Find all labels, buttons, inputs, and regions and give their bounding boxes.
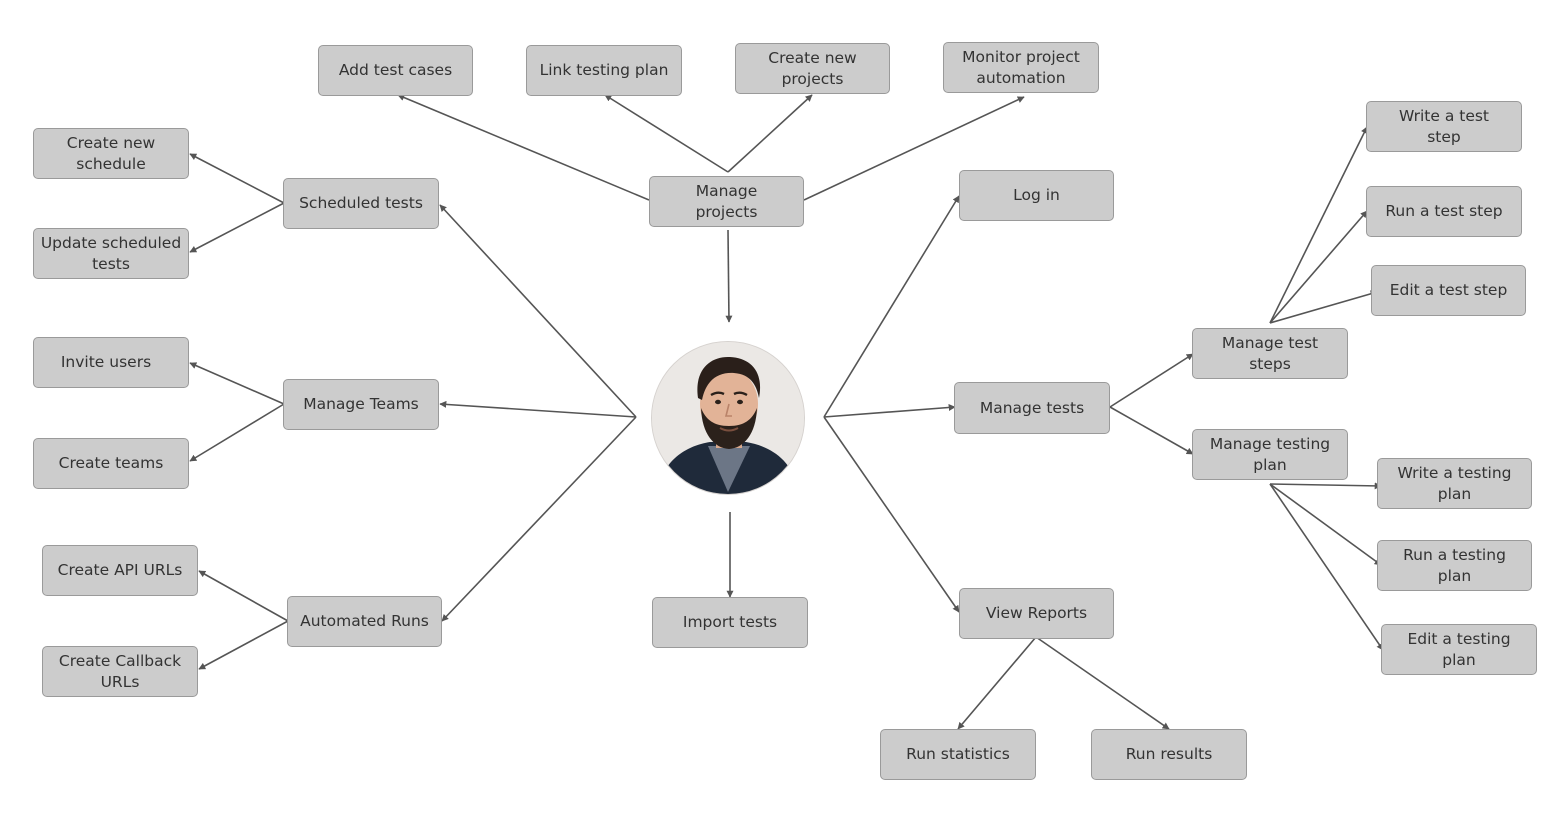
- node-create-callback-urls[interactable]: Create Callback URLs: [42, 646, 198, 697]
- edge-manage-tests-to-manage-test-steps: [1109, 353, 1194, 408]
- node-create-teams[interactable]: Create teams: [33, 438, 189, 489]
- edge-manage-test-steps-to-edit-a-test-step: [1269, 290, 1378, 324]
- edge-center-to-manage-tests: [823, 403, 956, 418]
- node-edit-a-testing-plan[interactable]: Edit a testing plan: [1381, 624, 1537, 675]
- node-label: Monitor project automation: [962, 47, 1080, 87]
- edge-manage-projects-to-monitor-project-automation: [803, 96, 1025, 201]
- node-label: Manage Teams: [303, 395, 419, 413]
- node-add-test-cases[interactable]: Add test cases: [318, 45, 473, 96]
- node-label: View Reports: [985, 604, 1088, 622]
- node-manage-projects[interactable]: Manage projects: [649, 176, 804, 227]
- node-run-a-test-step[interactable]: Run a test step: [1366, 186, 1522, 237]
- node-label: Create Callback URLs: [58, 651, 182, 691]
- edge-manage-projects-to-create-new-projects: [727, 94, 813, 173]
- edge-manage-teams-to-invite-users: [189, 362, 285, 405]
- node-update-scheduled-tests[interactable]: Update scheduled tests: [33, 228, 189, 279]
- node-run-results[interactable]: Run results: [1091, 729, 1247, 780]
- node-label: Create API URLs: [57, 561, 183, 579]
- node-label: Link testing plan: [539, 61, 669, 79]
- node-monitor-project-automation[interactable]: Monitor project automation: [943, 42, 1099, 93]
- node-label: Log in: [1013, 186, 1060, 204]
- node-label: Run a testing plan: [1403, 545, 1506, 585]
- node-label: Update scheduled tests: [40, 233, 182, 273]
- edge-manage-testing-plan-to-edit-a-testing-plan: [1269, 483, 1384, 651]
- edge-center-to-manage-teams: [439, 400, 637, 418]
- node-label: Run a test step: [1385, 202, 1503, 220]
- edge-view-reports-to-run-statistics: [957, 636, 1037, 730]
- node-automated-runs[interactable]: Automated Runs: [287, 596, 442, 647]
- node-label: Write a test step: [1398, 106, 1490, 146]
- edge-center-to-view-reports: [823, 416, 960, 613]
- node-label: Manage tests: [979, 398, 1085, 417]
- node-scheduled-tests[interactable]: Scheduled tests: [283, 178, 439, 229]
- node-label: Import tests: [682, 613, 778, 631]
- edge-manage-teams-to-create-teams: [189, 403, 285, 462]
- node-link-testing-plan[interactable]: Link testing plan: [526, 45, 682, 96]
- node-manage-test-steps[interactable]: Manage test steps: [1192, 328, 1348, 379]
- node-label: Automated Runs: [300, 612, 429, 630]
- node-label: Create teams: [58, 454, 164, 472]
- node-label: Add test cases: [338, 61, 453, 79]
- node-label: Create new schedule: [66, 133, 156, 173]
- node-write-a-testing-plan[interactable]: Write a testing plan: [1377, 458, 1532, 509]
- node-run-a-testing-plan[interactable]: Run a testing plan: [1377, 540, 1532, 591]
- node-invite-users[interactable]: Invite users: [33, 337, 189, 388]
- edge-manage-tests-to-manage-testing-plan: [1109, 406, 1194, 455]
- edge-center-to-log-in: [823, 195, 960, 418]
- node-label: Manage test steps: [1221, 333, 1319, 373]
- edge-manage-testing-plan-to-run-a-testing-plan: [1269, 483, 1382, 566]
- edge-center-to-automated-runs: [441, 416, 637, 622]
- node-label: Manage projects: [695, 181, 758, 221]
- edge-automated-runs-to-create-callback-urls: [198, 620, 289, 670]
- edge-manage-test-steps-to-run-a-test-step: [1269, 210, 1368, 324]
- node-create-new-projects[interactable]: Create new projects: [735, 43, 890, 94]
- user-avatar-icon: [651, 341, 805, 495]
- edge-manage-projects-to-center: [725, 229, 733, 323]
- edge-manage-testing-plan-to-write-a-testing-plan: [1269, 482, 1382, 490]
- node-label: Run results: [1125, 745, 1213, 763]
- edge-scheduled-tests-to-update-scheduled-tests: [189, 202, 285, 253]
- node-label: Write a testing plan: [1397, 463, 1512, 503]
- node-label: Edit a test step: [1389, 281, 1508, 299]
- edge-manage-test-steps-to-write-a-test-step: [1269, 126, 1368, 324]
- node-import-tests[interactable]: Import tests: [652, 597, 808, 648]
- person-photo-icon: [652, 342, 804, 494]
- node-create-new-schedule[interactable]: Create new schedule: [33, 128, 189, 179]
- node-label: Run statistics: [906, 745, 1010, 763]
- edge-scheduled-tests-to-create-new-schedule: [189, 153, 285, 204]
- node-write-a-test-step[interactable]: Write a test step: [1366, 101, 1522, 152]
- edge-manage-projects-to-add-test-cases: [397, 94, 650, 201]
- node-manage-teams[interactable]: Manage Teams: [283, 379, 439, 430]
- node-manage-tests[interactable]: Manage tests: [954, 382, 1110, 434]
- edge-center-to-scheduled-tests: [439, 204, 637, 418]
- edge-view-reports-to-run-results: [1035, 636, 1170, 730]
- node-label: Invite users: [60, 353, 152, 371]
- node-label: Create new projects: [768, 48, 857, 88]
- node-label: Scheduled tests: [299, 194, 423, 212]
- edge-manage-projects-to-link-testing-plan: [604, 94, 729, 173]
- edge-automated-runs-to-create-api-urls: [198, 570, 289, 622]
- node-log-in[interactable]: Log in: [959, 170, 1114, 221]
- node-edit-a-test-step[interactable]: Edit a test step: [1371, 265, 1526, 316]
- node-manage-testing-plan[interactable]: Manage testing plan: [1192, 429, 1348, 480]
- node-view-reports[interactable]: View Reports: [959, 588, 1114, 639]
- node-label: Manage testing plan: [1209, 434, 1331, 474]
- node-run-statistics[interactable]: Run statistics: [880, 729, 1036, 780]
- node-label: Edit a testing plan: [1407, 629, 1511, 669]
- node-create-api-urls[interactable]: Create API URLs: [42, 545, 198, 596]
